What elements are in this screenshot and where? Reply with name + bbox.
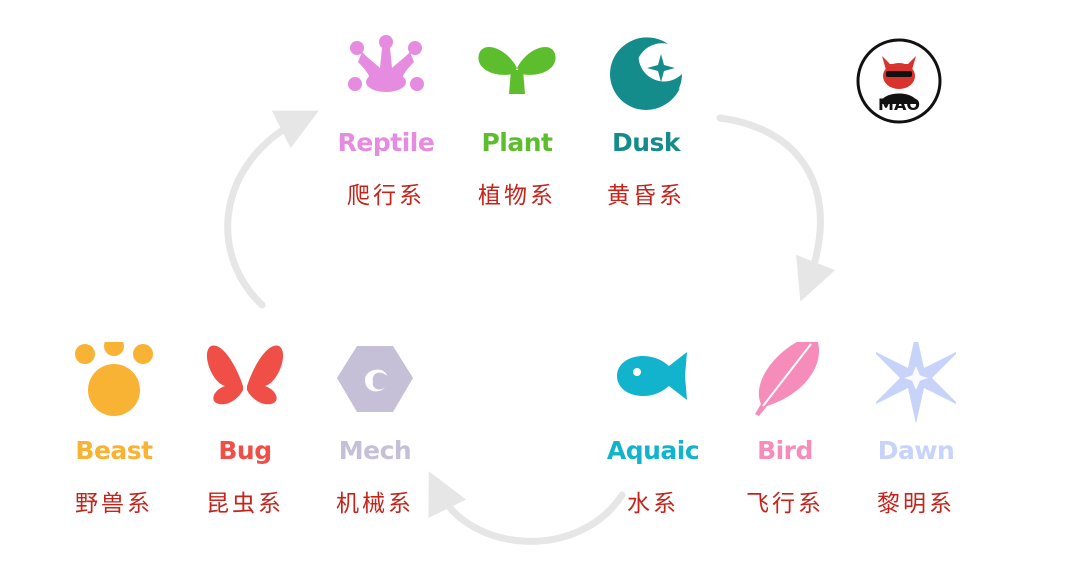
class-mech: Mech 机械系 xyxy=(315,342,435,517)
class-reptile: Reptile 爬行系 xyxy=(326,34,446,209)
class-name-cn: 爬行系 xyxy=(347,183,425,209)
class-name-en: Reptile xyxy=(337,128,435,157)
red-dog-mascot-logo: MAO xyxy=(856,38,942,124)
fish-icon xyxy=(617,352,687,400)
class-name-cn: 昆虫系 xyxy=(206,491,284,517)
feather-icon xyxy=(755,342,820,416)
logo-text: MAO xyxy=(878,95,920,114)
hex-nut-icon xyxy=(337,346,413,412)
class-name-en: Mech xyxy=(338,436,412,465)
reptile-icon xyxy=(348,35,424,92)
class-name-en: Bug xyxy=(218,436,272,465)
class-bird: Bird 飞行系 xyxy=(725,342,845,517)
snowflake-star-icon xyxy=(876,342,956,422)
class-name-cn: 植物系 xyxy=(478,183,556,209)
class-dusk: Dusk 黄昏系 xyxy=(586,34,706,209)
class-name-cn: 飞行系 xyxy=(746,491,824,517)
class-plant: Plant 植物系 xyxy=(457,34,577,209)
class-beast: Beast 野兽系 xyxy=(54,342,174,517)
class-aquatic: Aquaic 水系 xyxy=(593,342,713,517)
crescent-moon-icon xyxy=(610,37,682,110)
class-name-cn: 黎明系 xyxy=(877,491,955,517)
class-name-cn: 黄昏系 xyxy=(607,183,685,209)
class-dawn: Dawn 黎明系 xyxy=(856,342,976,517)
leaf-icon xyxy=(478,46,556,94)
arrow-bottom xyxy=(428,471,626,545)
class-name-en: Bird xyxy=(757,436,813,465)
paw-icon xyxy=(75,342,153,416)
class-name-en: Plant xyxy=(481,128,553,157)
class-name-cn: 机械系 xyxy=(336,491,414,517)
arrow-top-right xyxy=(716,114,836,302)
class-bug: Bug 昆虫系 xyxy=(185,342,305,517)
class-name-en: Beast xyxy=(75,436,153,465)
class-name-en: Dawn xyxy=(877,436,955,465)
class-name-en: Dusk xyxy=(611,128,681,157)
butterfly-icon xyxy=(206,345,284,405)
class-name-cn: 野兽系 xyxy=(75,491,153,517)
class-name-cn: 水系 xyxy=(627,491,679,517)
class-name-en: Aquaic xyxy=(606,436,700,465)
arrow-left xyxy=(224,110,319,309)
